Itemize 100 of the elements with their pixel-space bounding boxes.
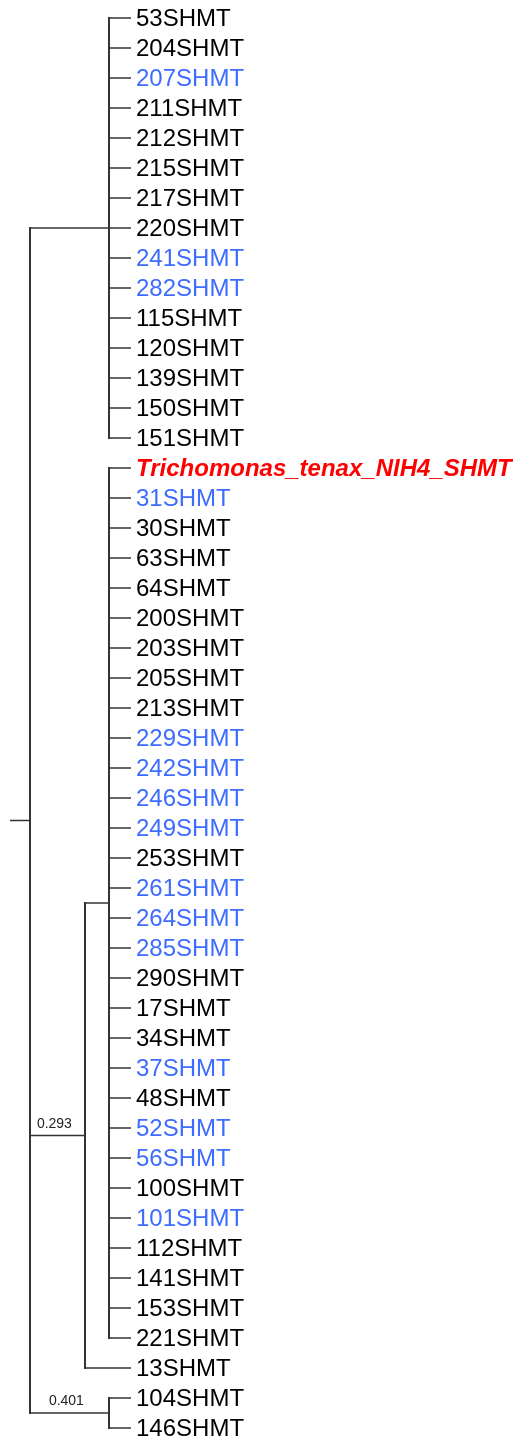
taxon-label: 290SHMT (136, 963, 245, 993)
tree-branch (108, 1007, 132, 1009)
tree-branch (108, 77, 132, 79)
tree-branch (108, 497, 132, 499)
taxon-label: 213SHMT (136, 693, 245, 723)
taxon-label: 13SHMT (136, 1353, 231, 1383)
taxon-label: 153SHMT (136, 1293, 245, 1323)
tree-branch (108, 1397, 132, 1399)
tree-branch (108, 197, 132, 199)
taxon-label: 34SHMT (136, 1023, 231, 1053)
taxon-label: 211SHMT (136, 93, 243, 123)
tree-branch (108, 107, 132, 109)
taxon-label: 261SHMT (136, 873, 245, 903)
tree-branch (108, 1187, 132, 1189)
tree-branch (108, 887, 132, 889)
tree-branch (108, 1127, 132, 1129)
taxon-label: 115SHMT (136, 303, 243, 333)
taxon-label: 282SHMT (136, 273, 245, 303)
taxon-label: 229SHMT (136, 723, 245, 753)
tree-branch (108, 557, 132, 559)
taxon-label: Trichomonas_tenax_NIH4_SHMT (136, 453, 512, 483)
tree-branch (29, 227, 109, 229)
taxon-label: 215SHMT (136, 153, 245, 183)
taxon-label: 151SHMT (136, 423, 245, 453)
taxon-label: 207SHMT (136, 63, 245, 93)
taxon-label: 220SHMT (136, 213, 245, 243)
tree-branch (108, 1427, 132, 1429)
taxon-label: 285SHMT (136, 933, 245, 963)
tree-branch (108, 977, 132, 979)
taxon-label: 141SHMT (136, 1263, 245, 1293)
taxon-label: 31SHMT (136, 483, 231, 513)
tree-branch (108, 407, 132, 409)
taxon-label: 104SHMT (136, 1383, 245, 1413)
taxon-label: 64SHMT (136, 573, 231, 603)
tree-branch (108, 1277, 132, 1279)
taxon-label: 17SHMT (136, 993, 231, 1023)
tree-branch (29, 1412, 109, 1414)
tree-branch (108, 797, 132, 799)
tree-branch (108, 677, 132, 679)
tree-branch (108, 437, 132, 439)
taxon-label: 120SHMT (136, 333, 245, 363)
taxon-label: 146SHMT (136, 1413, 245, 1440)
taxon-label: 101SHMT (136, 1203, 245, 1233)
tree-branch (108, 347, 132, 349)
taxon-label: 246SHMT (136, 783, 245, 813)
taxon-label: 205SHMT (136, 663, 245, 693)
tree-branch (108, 137, 132, 139)
taxon-label: 204SHMT (136, 33, 245, 63)
tree-branch (108, 857, 132, 859)
tree-branch (108, 227, 132, 229)
tree-branch (84, 1367, 132, 1369)
tree-branch (108, 707, 132, 709)
taxon-label: 253SHMT (136, 843, 245, 873)
tree-branch (108, 317, 132, 319)
tree-branch (108, 647, 132, 649)
taxon-label: 200SHMT (136, 603, 245, 633)
tree-branch (108, 737, 132, 739)
taxon-label: 100SHMT (136, 1173, 245, 1203)
taxon-label: 242SHMT (136, 753, 245, 783)
taxon-label: 139SHMT (136, 363, 245, 393)
tree-branch (108, 1337, 132, 1339)
tree-branch (108, 1307, 132, 1309)
tree-branch (108, 1067, 132, 1069)
taxon-label: 52SHMT (136, 1113, 231, 1143)
tree-branch (108, 17, 132, 19)
tree-branch (108, 1247, 132, 1249)
tree-branch (108, 467, 132, 469)
tree-branch (84, 902, 109, 904)
tree-branch (108, 1097, 132, 1099)
taxon-label: 48SHMT (136, 1083, 231, 1113)
taxon-label: 53SHMT (136, 3, 231, 33)
tree-branch (108, 917, 132, 919)
tree-branch (108, 587, 132, 589)
tree-branch (29, 1134, 85, 1137)
taxon-label: 217SHMT (136, 183, 245, 213)
branch-length-label: 0.401 (47, 1392, 85, 1408)
tree-branch (108, 1217, 132, 1219)
taxon-label: 37SHMT (136, 1053, 231, 1083)
taxon-label: 241SHMT (136, 243, 245, 273)
tree-branch (108, 617, 132, 619)
tree-branch (108, 1157, 132, 1159)
taxon-label: 249SHMT (136, 813, 245, 843)
tree-branch (108, 377, 132, 379)
taxon-label: 212SHMT (136, 123, 245, 153)
tree-branch (108, 947, 132, 949)
tree-branch (9, 819, 30, 822)
tree-branch (108, 257, 132, 259)
tree-branch (108, 527, 132, 529)
tree-branch (108, 287, 132, 289)
taxon-label: 264SHMT (136, 903, 245, 933)
taxon-label: 63SHMT (136, 543, 231, 573)
tree-branch (108, 827, 132, 829)
taxon-label: 56SHMT (136, 1143, 231, 1173)
tree-branch (108, 167, 132, 169)
taxon-label: 30SHMT (136, 513, 231, 543)
tree-branch (108, 767, 132, 769)
tree-branch (108, 47, 132, 49)
taxon-label: 203SHMT (136, 633, 245, 663)
taxon-label: 221SHMT (136, 1323, 245, 1353)
tree-branch (108, 1037, 132, 1039)
